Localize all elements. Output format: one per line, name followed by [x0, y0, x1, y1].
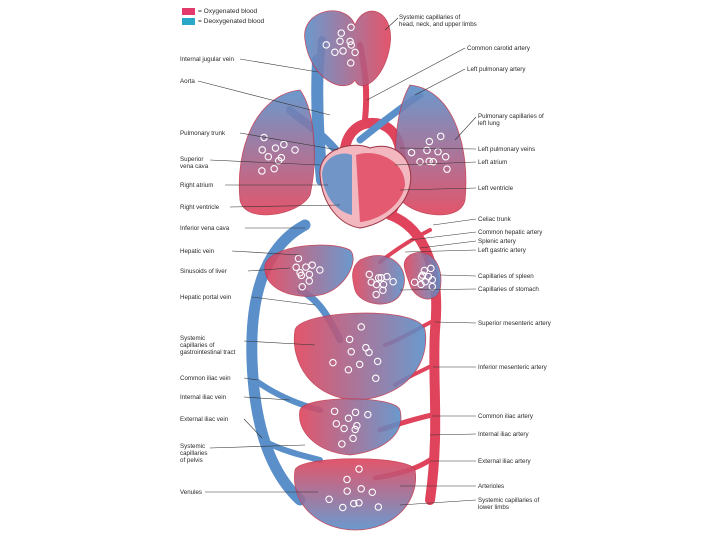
label-internal-iliac-artery: Internal iliac artery — [478, 431, 529, 438]
label-right-ventricle: Right ventricle — [180, 204, 219, 211]
deoxygenated-swatch — [182, 18, 195, 25]
label-systemic-capillaries-pelvis: Systemic capillaries of pelvis — [180, 443, 208, 464]
label-left-gastric-artery: Left gastric artery — [478, 247, 526, 254]
label-left-pulmonary-veins: Left pulmonary veins — [478, 146, 535, 153]
label-left-ventricle: Left ventricle — [478, 185, 513, 192]
label-capillaries-of-spleen: Capillaries of spleen — [478, 273, 534, 280]
label-common-iliac-vein: Common iliac vein — [180, 375, 231, 382]
label-pulmonary-capillaries-left-lung: Pulmonary capillaries of left lung — [478, 113, 544, 127]
label-splenic-artery: Splenic artery — [478, 238, 516, 245]
label-external-iliac-artery: External iliac artery — [478, 458, 531, 465]
leader-line — [435, 322, 476, 323]
label-common-carotid-artery: Common carotid artery — [467, 45, 530, 52]
leader-line — [440, 275, 476, 276]
label-internal-jugular-vein: Internal jugular vein — [180, 56, 234, 63]
label-inferior-mesenteric-artery: Inferior mesenteric artery — [478, 364, 547, 371]
lower-limbs-bed — [294, 459, 415, 530]
label-systemic-capillaries-gi: Systemic capillaries of gastrointestinal… — [180, 335, 235, 356]
label-systemic-capillaries-head: Systemic capillaries of head, neck, and … — [399, 14, 477, 28]
label-common-iliac-artery: Common iliac artery — [478, 413, 533, 420]
leader-line — [433, 219, 476, 225]
label-left-pulmonary-artery: Left pulmonary artery — [467, 66, 525, 73]
spleen — [404, 252, 441, 299]
label-capillaries-of-stomach: Capillaries of stomach — [478, 286, 539, 293]
label-celiac-trunk: Celiac trunk — [478, 216, 511, 223]
label-venules: Venules — [180, 489, 202, 496]
label-superior-vena-cava: Superior vena cava — [180, 156, 208, 170]
leader-line — [252, 297, 315, 305]
legend-oxygenated-label: = Oxygenated blood — [198, 8, 257, 15]
leader-line — [415, 69, 465, 95]
label-inferior-vena-cava: Inferior vena cava — [180, 225, 229, 232]
legend-deoxygenated-label: = Deoxygenated blood — [198, 18, 264, 25]
oxygenated-swatch — [182, 8, 195, 15]
leader-line — [455, 117, 476, 140]
pelvis-bed — [299, 399, 400, 455]
label-arterioles: Arterioles — [478, 483, 504, 490]
label-internal-iliac-vein: Internal iliac vein — [180, 394, 226, 401]
label-pulmonary-trunk: Pulmonary trunk — [180, 130, 225, 137]
leader-line — [400, 500, 476, 505]
label-aorta: Aorta — [180, 78, 195, 85]
label-sinusoids-of-liver: Sinusoids of liver — [180, 268, 227, 275]
liver — [265, 245, 353, 296]
label-hepatic-portal-vein: Hepatic portal vein — [180, 294, 231, 301]
right-lung — [239, 90, 314, 215]
label-left-atrium: Left atrium — [478, 159, 507, 166]
leader-line — [240, 59, 318, 72]
leader-line — [405, 250, 476, 252]
label-superior-mesenteric-artery: Superior mesenteric artery — [478, 320, 551, 327]
label-common-hepatic-artery: Common hepatic artery — [478, 229, 542, 236]
label-external-iliac-vein: External iliac vein — [180, 416, 228, 423]
label-hepatic-vein: Hepatic vein — [180, 248, 214, 255]
label-systemic-capillaries-lower-limbs: Systemic capillaries of lower limbs — [478, 497, 539, 511]
gi-tract — [294, 313, 425, 400]
label-right-atrium: Right atrium — [180, 182, 213, 189]
leader-line — [210, 445, 305, 448]
right-heart-chambers — [322, 154, 352, 215]
